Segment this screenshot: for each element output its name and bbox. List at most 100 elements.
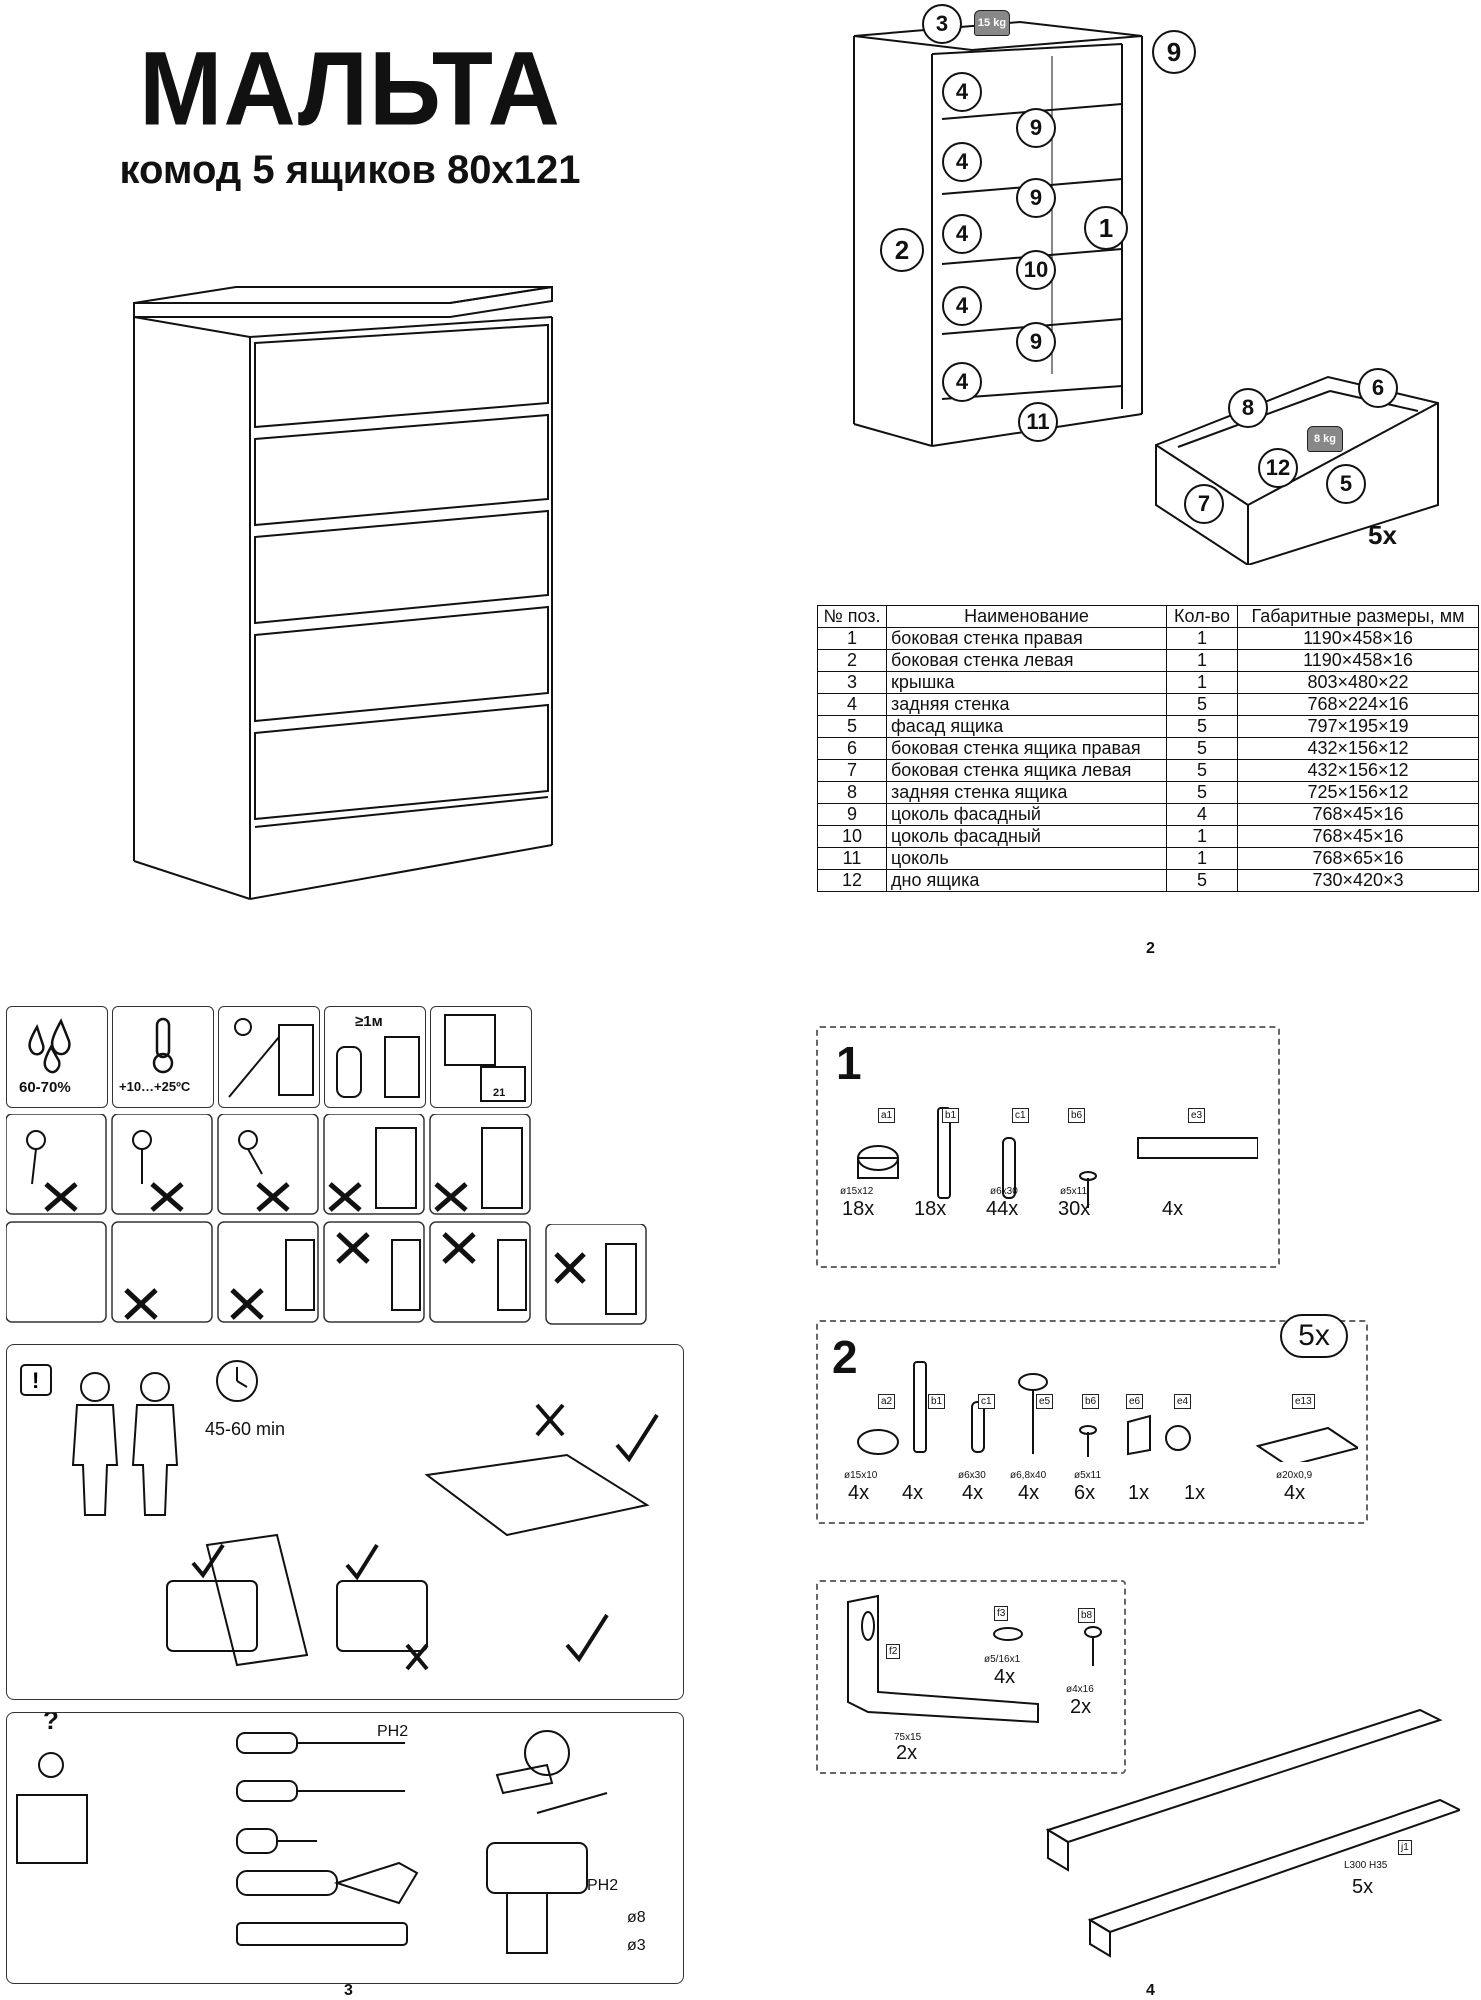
fitting-tag: e4 — [1174, 1394, 1192, 1409]
fitting-tag: e5 — [1036, 1394, 1054, 1409]
table-cell: 725×156×12 — [1237, 781, 1479, 804]
part-badge: 4 — [942, 286, 982, 326]
fitting-dim: ø20x0,9 — [1276, 1470, 1313, 1481]
calendar-icon: 21 — [430, 1006, 532, 1108]
fitting-qty: 2x — [1070, 1696, 1092, 1718]
fitting-tag: e3 — [1188, 1108, 1206, 1123]
fitting-dim: ø6x30 — [990, 1186, 1018, 1197]
table-cell: 1190×458×16 — [1237, 649, 1479, 672]
col-header: Габаритные размеры, мм — [1237, 605, 1479, 628]
table-cell: 432×156×12 — [1237, 737, 1479, 760]
set-multiplier: 5x — [1280, 1314, 1348, 1358]
table-cell: 1 — [1166, 847, 1238, 870]
fitting-tag: f2 — [886, 1644, 901, 1659]
distance-label: ≥1м — [355, 1013, 383, 1030]
part-badge: 11 — [1018, 402, 1058, 442]
table-cell: 5 — [1166, 759, 1238, 782]
part-badge: 4 — [942, 142, 982, 182]
fitting-tag: e13 — [1292, 1394, 1315, 1409]
rail-dim: L300 H35 — [1344, 1860, 1388, 1871]
fitting-tag: b1 — [942, 1108, 960, 1123]
table-cell: 5 — [817, 715, 887, 738]
part-badge: 9 — [1152, 30, 1196, 74]
fitting-qty: 44x — [986, 1198, 1019, 1220]
fitting-qty: 6x — [1074, 1482, 1096, 1504]
table-cell: 1 — [1166, 671, 1238, 694]
tools-panel: ? PH2 PH2 ø8 ø3 — [6, 1705, 684, 1984]
table-cell: 1 — [817, 627, 887, 650]
fitting-qty: 1x — [1184, 1482, 1206, 1504]
page-number: 3 — [344, 1982, 353, 1999]
fittings-panel-1: 1 a1 b1 c1 b6 e3 ø15x12 ø6x30 ø5x11 18x … — [816, 1026, 1280, 1268]
distance-icon: ≥1м — [324, 1006, 426, 1108]
parts-table: № поз. Наименование Кол-во Габаритные ра… — [817, 605, 1479, 892]
fitting-dim: 75x15 — [894, 1732, 922, 1743]
fitting-tag: b1 — [928, 1394, 946, 1409]
table-cell: 1 — [1166, 649, 1238, 672]
fitting-tag: c1 — [1012, 1108, 1029, 1123]
safety-assembly-panel: ! 45-60 min — [6, 1344, 684, 1700]
table-cell: задняя стенка ящика — [886, 781, 1167, 804]
rail-qty: 5x — [1352, 1876, 1374, 1898]
fitting-tag: f3 — [994, 1606, 1009, 1621]
table-cell: 768×65×16 — [1237, 847, 1479, 870]
humidity-label: 60-70% — [19, 1079, 71, 1096]
table-cell: крышка — [886, 671, 1167, 694]
part-badge: 9 — [1016, 178, 1056, 218]
fitting-qty: 4x — [1018, 1482, 1040, 1504]
fitting-qty: 4x — [848, 1482, 870, 1504]
table-cell: задняя стенка — [886, 693, 1167, 716]
part-badge: 8 — [1228, 388, 1268, 428]
table-cell: боковая стенка ящика правая — [886, 737, 1167, 760]
table-cell: 5 — [1166, 869, 1238, 892]
page-number: 2 — [1146, 940, 1155, 957]
fitting-tag: a1 — [878, 1108, 896, 1123]
part-badge: 2 — [880, 228, 924, 272]
top-weight-limit: 15 kg — [974, 10, 1010, 36]
table-cell: 6 — [817, 737, 887, 760]
table-cell: 11 — [817, 847, 887, 870]
fitting-dim: ø6,8x40 — [1010, 1470, 1047, 1481]
table-cell: 5 — [1166, 781, 1238, 804]
table-cell: боковая стенка ящика левая — [886, 759, 1167, 782]
col-header: Наименование — [886, 605, 1167, 628]
table-cell: цоколь — [886, 847, 1167, 870]
table-header-row: № поз. Наименование Кол-во Габаритные ра… — [817, 605, 1479, 628]
fitting-dim: ø15x12 — [840, 1186, 874, 1197]
care-icons-row — [545, 1224, 647, 1325]
part-badge: 12 — [1258, 448, 1298, 488]
fitting-qty: 4x — [1162, 1198, 1184, 1220]
fitting-dim: ø4x16 — [1066, 1684, 1094, 1695]
drawer-quantity: 5x — [1368, 520, 1397, 550]
drill-bit-label: PH2 — [587, 1877, 619, 1894]
fitting-tag: c1 — [978, 1394, 995, 1409]
table-cell: 5 — [1166, 693, 1238, 716]
drawer-rails-drawing — [1045, 1708, 1460, 1958]
fitting-dim: ø15x10 — [844, 1470, 878, 1481]
fitting-tag: a2 — [878, 1394, 896, 1409]
fitting-tag: b6 — [1068, 1108, 1086, 1123]
table-cell: 2 — [817, 649, 887, 672]
table-cell: 10 — [817, 825, 887, 848]
table-cell: цоколь фасадный — [886, 825, 1167, 848]
assembly-time-label: 45-60 min — [205, 1419, 286, 1439]
part-badge: 10 — [1016, 250, 1056, 290]
table-cell: цоколь фасадный — [886, 803, 1167, 826]
table-cell: 3 — [817, 671, 887, 694]
col-header: Кол-во — [1166, 605, 1238, 628]
part-badge: 1 — [1084, 206, 1128, 250]
fitting-dim: ø6x30 — [958, 1470, 986, 1481]
chest-drawing — [133, 285, 553, 900]
temperature-label: +10…+25ºC — [119, 1079, 191, 1094]
part-badge: 4 — [942, 362, 982, 402]
fitting-tag: b8 — [1078, 1608, 1096, 1623]
humidity-icon: 60-70% — [6, 1006, 108, 1108]
